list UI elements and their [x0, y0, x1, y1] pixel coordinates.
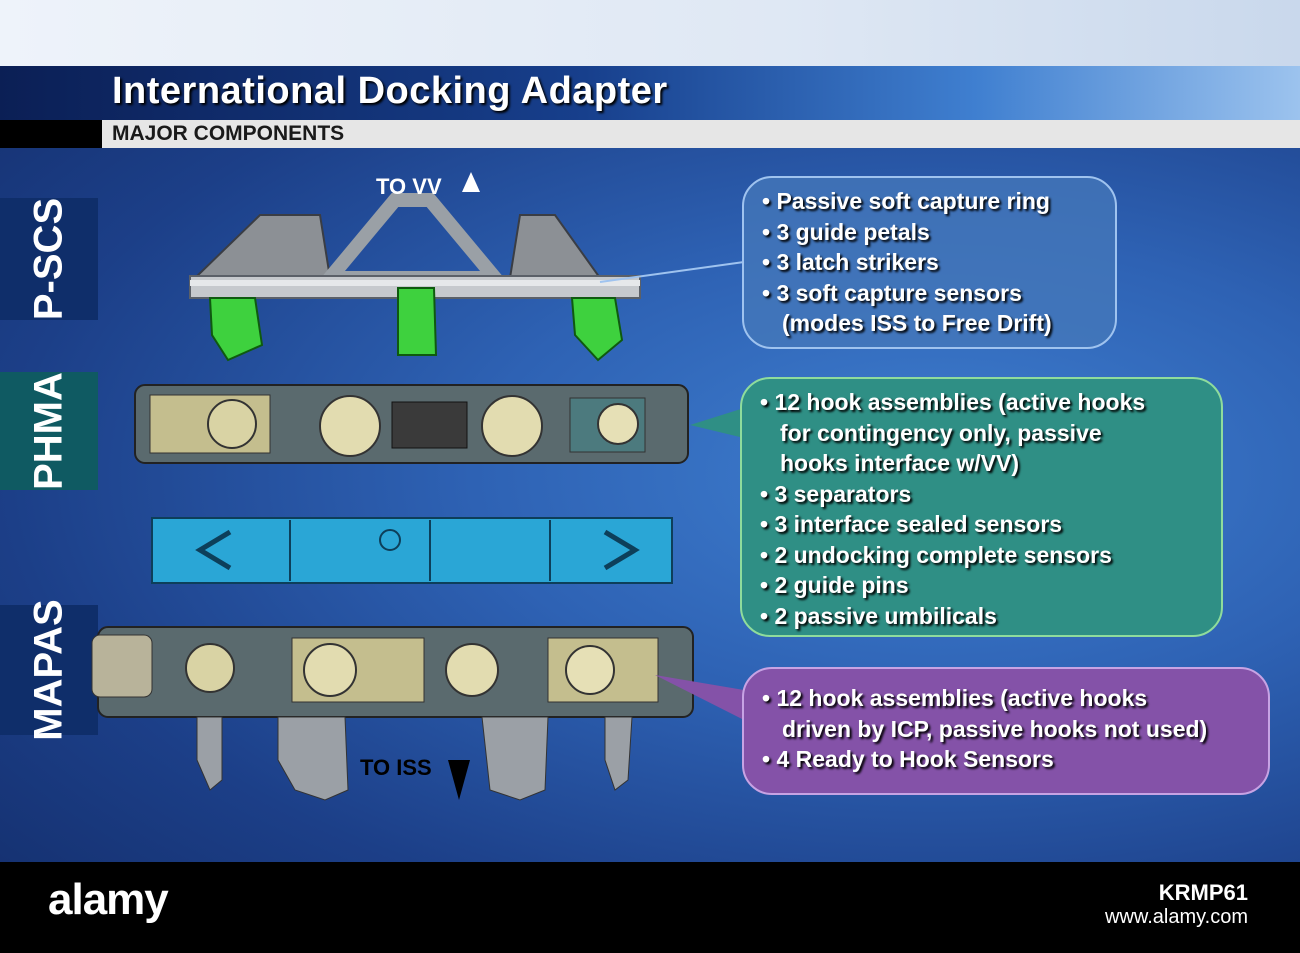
mapas-guides: [196, 716, 633, 801]
callout-mapas-line: driven by ICP, passive hooks not used): [782, 715, 1208, 742]
callout-phma-line: • 2 guide pins: [760, 572, 909, 598]
callout-phma-line: hooks interface w/VV): [780, 450, 1020, 476]
callout-mapas-line: • 12 hook assemblies (active hooks: [762, 685, 1148, 711]
section-label-phma: PHMA: [0, 372, 98, 490]
header-sky: [0, 0, 1300, 66]
page-subtitle: MAJOR COMPONENTS: [112, 122, 345, 145]
label-to-vv: TO VV: [376, 174, 442, 199]
subtitle-bar: [102, 120, 1300, 148]
callout-pscs-line: • 3 latch strikers: [762, 249, 939, 275]
callout-phma-line: for contingency only, passive: [780, 419, 1102, 446]
mapas-assembly: [91, 626, 694, 718]
title-bar: [0, 66, 1300, 120]
page-title: International Docking Adapter: [112, 70, 668, 112]
callout-mapas: • 12 hook assemblies (active hooks drive…: [742, 667, 1270, 795]
subtitle-bar-cap: [0, 120, 102, 148]
section-label-pscs: P-SCS: [0, 198, 98, 320]
callout-phma-line: • 3 interface sealed sensors: [760, 511, 1063, 537]
footer-image-id: KRMP61: [1158, 880, 1248, 905]
callout-mapas-line: • 4 Ready to Hook Sensors: [762, 746, 1054, 772]
callout-pscs-line: • 3 soft capture sensors: [762, 279, 1022, 306]
callout-pscs: • Passive soft capture ring • 3 guide pe…: [742, 176, 1117, 349]
callout-pscs-line: • 3 guide petals: [762, 218, 930, 245]
pscs-ring: [189, 193, 641, 299]
down-arrow-icon: [448, 760, 470, 800]
phma-assembly: [134, 384, 689, 464]
label-to-iss: TO ISS: [360, 755, 432, 780]
footer-brand: alamy: [48, 875, 169, 924]
callout-phma: • 12 hook assemblies (active hooks for c…: [740, 377, 1223, 637]
callout-phma-line: • 3 separators: [760, 480, 912, 507]
callout-phma-line: • 2 undocking complete sensors: [760, 541, 1112, 568]
guide-petals: [208, 287, 624, 362]
footer-bar: [0, 862, 1300, 953]
footer-url: www.alamy.com: [1105, 906, 1248, 928]
callout-phma-line: • 2 passive umbilicals: [760, 602, 997, 629]
callout-phma-line: • 12 hook assemblies (active hooks: [760, 389, 1146, 415]
callout-pscs-line: • Passive soft capture ring: [762, 188, 1050, 214]
cyan-ring: [151, 517, 673, 584]
callout-pscs-line: (modes ISS to Free Drift): [782, 310, 1052, 336]
up-arrow-icon: [462, 172, 480, 192]
hardware-illustration: [91, 172, 745, 801]
section-label-mapas: MAPAS: [0, 599, 98, 741]
